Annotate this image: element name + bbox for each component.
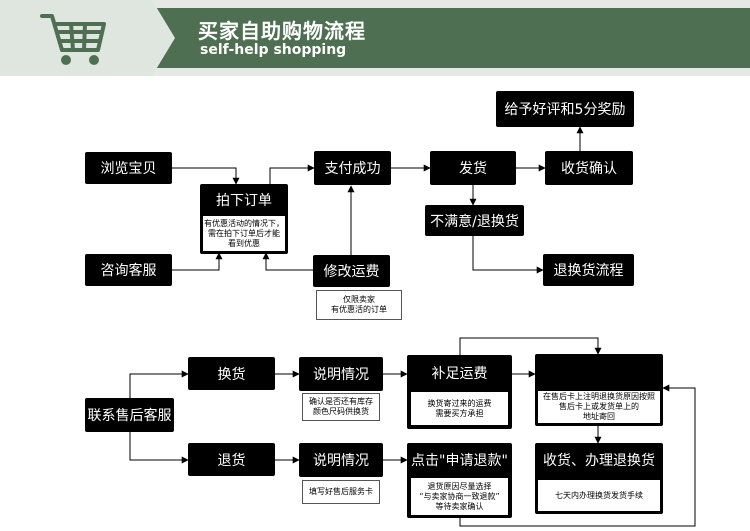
browse-items-box: 浏览宝贝 — [85, 152, 172, 184]
explain-situation-box-2: 说明情况 — [299, 443, 383, 477]
explain-situation-note-1: 确认是否还有库存 颜色尺码供换货 — [302, 393, 380, 421]
consult-service-box: 咨询客服 — [85, 254, 172, 286]
supplement-shipping-note: 换货寄过来的运费 需要买方承担 — [411, 392, 508, 425]
explain-situation-note-1-text: 确认是否还有库存 颜色尺码供换货 — [309, 397, 373, 416]
apply-refund-note: 退货原因尽量选择 “与卖家协商一致退款” 等待卖家确认 — [411, 478, 508, 515]
place-order-box: 拍下订单 — [216, 193, 272, 209]
supplement-shipping-box: 补足运费 — [431, 366, 488, 382]
contact-aftersales-box: 联系售后客服 — [85, 398, 174, 432]
explain-situation-note-2: 填写好售后服务卡 — [302, 480, 380, 504]
place-order-note: 有优惠活动的情况下， 需在拍下订单后才能 看到优惠 — [203, 216, 285, 251]
shopping-cart-icon — [40, 14, 106, 65]
header-icon-panel — [0, 0, 175, 76]
page-subtitle: self-help shopping — [200, 42, 347, 58]
receive-process-note: 七天内办理换货发货手续 — [538, 480, 660, 511]
explain-situation-note-2-text: 填写好售后服务卡 — [309, 487, 373, 496]
apply-refund-box: 点击"申请退款" — [411, 453, 508, 469]
explain-situation-box-1: 说明情况 — [299, 357, 383, 391]
pay-success-box: 支付成功 — [314, 151, 391, 185]
return-address-note: 在售后卡上注明退换货原因按照 售后卡上或发货单上的 地址寄回 — [538, 391, 660, 423]
modify-shipping-note: 仅限卖家 有优惠活的订单 — [316, 290, 402, 320]
exchange-box: 换货 — [188, 357, 275, 390]
refund-box: 退货 — [188, 443, 275, 476]
review-reward-box: 给予好评和5分奖励 — [496, 91, 634, 127]
page-title: 买家自助购物流程 — [198, 19, 366, 43]
unsatisfied-return-box: 不满意/退换货 — [425, 205, 524, 236]
header: 买家自助购物流程 self-help shopping — [0, 0, 750, 76]
return-flow-box: 退换货流程 — [543, 254, 634, 286]
receive-process-box: 收货、办理退换货 — [543, 453, 655, 469]
ship-box: 发货 — [430, 151, 516, 185]
confirm-receipt-box: 收货确认 — [545, 151, 633, 185]
modify-shipping-box: 修改运费 — [313, 255, 390, 287]
modify-shipping-note-text: 仅限卖家 有优惠活的订单 — [331, 295, 387, 314]
